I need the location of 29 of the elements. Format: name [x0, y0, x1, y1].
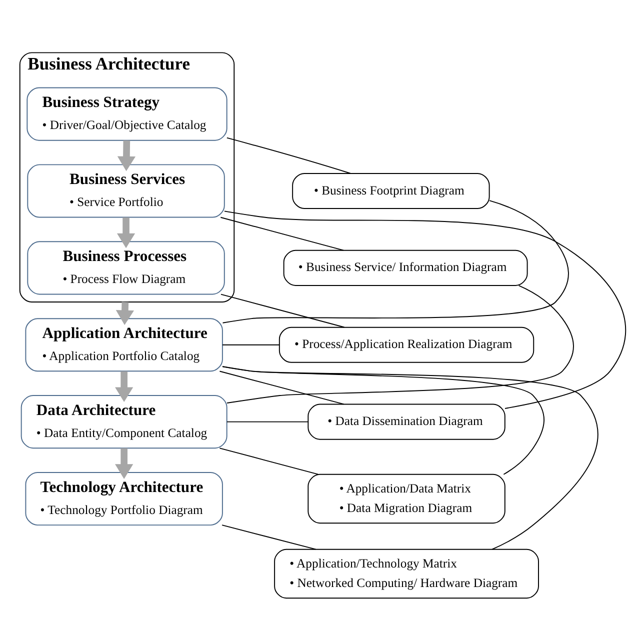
- node-box: • Application/Data Matrix • Data Migration Diagram: [308, 473, 506, 524]
- arrow: [117, 140, 136, 171]
- arrow: [115, 448, 134, 478]
- node-box: Data Architecture • Data Entity/Component Catalog: [20, 394, 228, 448]
- node-box: Application Architecture • Application Portfolio Catalog: [25, 318, 223, 372]
- node-box: • Application/Technology Matrix • Networked Computing/ Hardware Diagram: [274, 548, 539, 598]
- node-box: Technology Architecture • Technology Portfolio Diagram: [25, 471, 223, 526]
- connector: [222, 200, 569, 323]
- node-box: Business Processes • Process Flow Diagram: [27, 240, 225, 294]
- arrow: [116, 301, 134, 325]
- connector: [226, 136, 351, 174]
- connector: [222, 366, 598, 550]
- arrow: [115, 370, 134, 402]
- connector: [226, 284, 574, 403]
- connector: [226, 420, 308, 422]
- arrow: [116, 216, 136, 248]
- node-box: Business Services • Service Portfolio: [27, 164, 225, 218]
- connector: [219, 447, 319, 474]
- connector: [220, 216, 344, 250]
- connector: [222, 366, 544, 474]
- node-box: • Business Footprint Diagram: [292, 172, 490, 208]
- node-box: Business Strategy • Driver/Goal/Objective Catalog: [26, 86, 228, 140]
- connector: [222, 524, 316, 550]
- node-box: • Data Dissemination Diagram: [308, 403, 506, 440]
- node-box: • Business Service/ Information Diagram: [283, 249, 528, 286]
- node-box: • Process/Application Realization Diagram: [278, 326, 534, 362]
- connector: [222, 344, 280, 345]
- connector: [224, 210, 626, 408]
- connector: [219, 370, 344, 404]
